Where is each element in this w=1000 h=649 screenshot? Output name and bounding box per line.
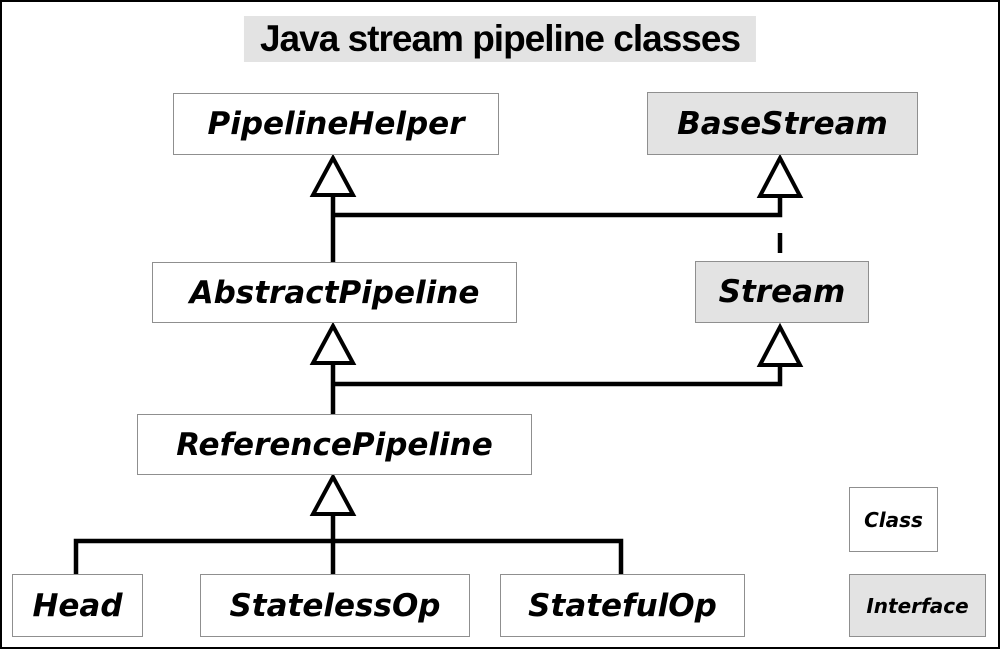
node-abstractpipeline-label: AbstractPipeline	[189, 274, 480, 311]
inheritance-arrow-stream	[756, 322, 804, 367]
legend-class-label: Class	[864, 507, 923, 532]
node-referencepipeline: ReferencePipeline	[137, 414, 532, 475]
node-pipelinehelper: PipelineHelper	[173, 93, 499, 155]
node-stream-label: Stream	[718, 274, 846, 310]
node-pipelinehelper-label: PipelineHelper	[207, 106, 465, 142]
edge-abstractpipeline-basestream	[333, 198, 783, 218]
edge-referencepipeline-stream	[333, 366, 783, 387]
node-statefulop-label: StatefulOp	[528, 587, 717, 624]
node-statelessop: StatelessOp	[200, 574, 470, 637]
legend-class-swatch: Class	[849, 487, 938, 552]
inheritance-arrow-referencepipeline	[309, 472, 357, 516]
legend-interface-swatch: Interface	[849, 574, 986, 637]
node-abstractpipeline: AbstractPipeline	[152, 262, 517, 323]
node-statefulop: StatefulOp	[500, 574, 745, 637]
node-stream: Stream	[695, 261, 869, 323]
node-head: Head	[12, 574, 143, 637]
legend-interface-label: Interface	[866, 593, 969, 618]
node-statelessop-label: StatelessOp	[229, 587, 441, 624]
node-referencepipeline-label: ReferencePipeline	[176, 426, 493, 463]
diagram-title: Java stream pipeline classes	[243, 16, 757, 62]
inheritance-arrow-pipelinehelper	[309, 153, 357, 197]
inheritance-arrow-basestream	[756, 153, 804, 198]
edge-head-statefulop-rail	[73, 538, 624, 574]
node-head-label: Head	[32, 587, 123, 624]
inheritance-arrow-abstractpipeline	[309, 321, 357, 365]
node-basestream-label: BaseStream	[677, 105, 888, 142]
node-basestream: BaseStream	[647, 92, 918, 155]
